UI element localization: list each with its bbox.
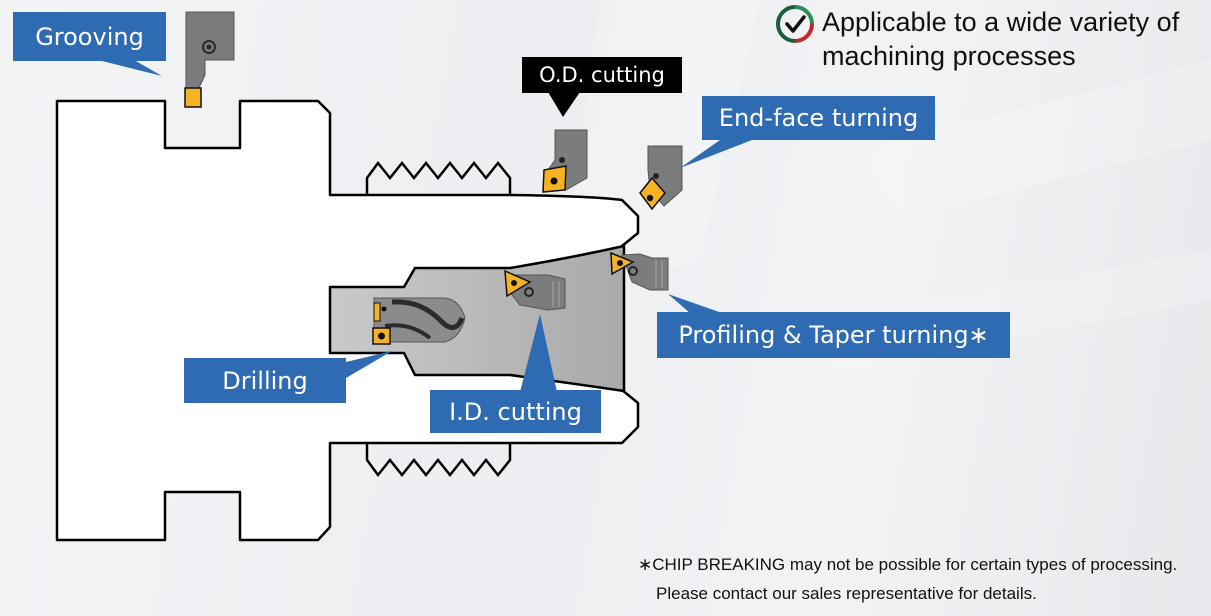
label-profiling-taper: Profiling & Taper turning∗: [657, 312, 1010, 358]
headline: Applicable to a wide variety of machinin…: [776, 5, 1206, 73]
headline-line2: machining processes: [822, 41, 1076, 71]
check-circle-icon: [776, 5, 814, 43]
label-od-cutting: O.D. cutting: [522, 57, 682, 93]
od-cutting-tool: [542, 129, 588, 193]
footnote-line1: ∗CHIP BREAKING may not be possible for c…: [638, 555, 1178, 574]
label-end-face-turning: End-face turning: [702, 96, 935, 140]
label-drilling: Drilling: [184, 358, 346, 403]
footnote-line2: Please contact our sales representative …: [656, 584, 1037, 603]
profiling-tool: [610, 251, 669, 291]
od-pointer: [548, 92, 580, 117]
drilling-pointer: [346, 351, 392, 378]
label-grooving: Grooving: [13, 12, 166, 61]
drill-tool: [372, 297, 466, 345]
end-face-tool: [639, 145, 683, 211]
end-face-pointer: [680, 140, 752, 168]
label-id-cutting: I.D. cutting: [430, 390, 601, 433]
top-thread: [365, 160, 512, 195]
grooving-pointer: [98, 60, 162, 76]
id-pointer: [520, 314, 557, 392]
profiling-pointer: [668, 294, 722, 313]
grooving-tool: [184, 11, 235, 108]
bottom-thread: [365, 443, 512, 478]
id-cutting-tool: [504, 269, 566, 311]
headline-line1: Applicable to a wide variety of: [822, 7, 1180, 37]
